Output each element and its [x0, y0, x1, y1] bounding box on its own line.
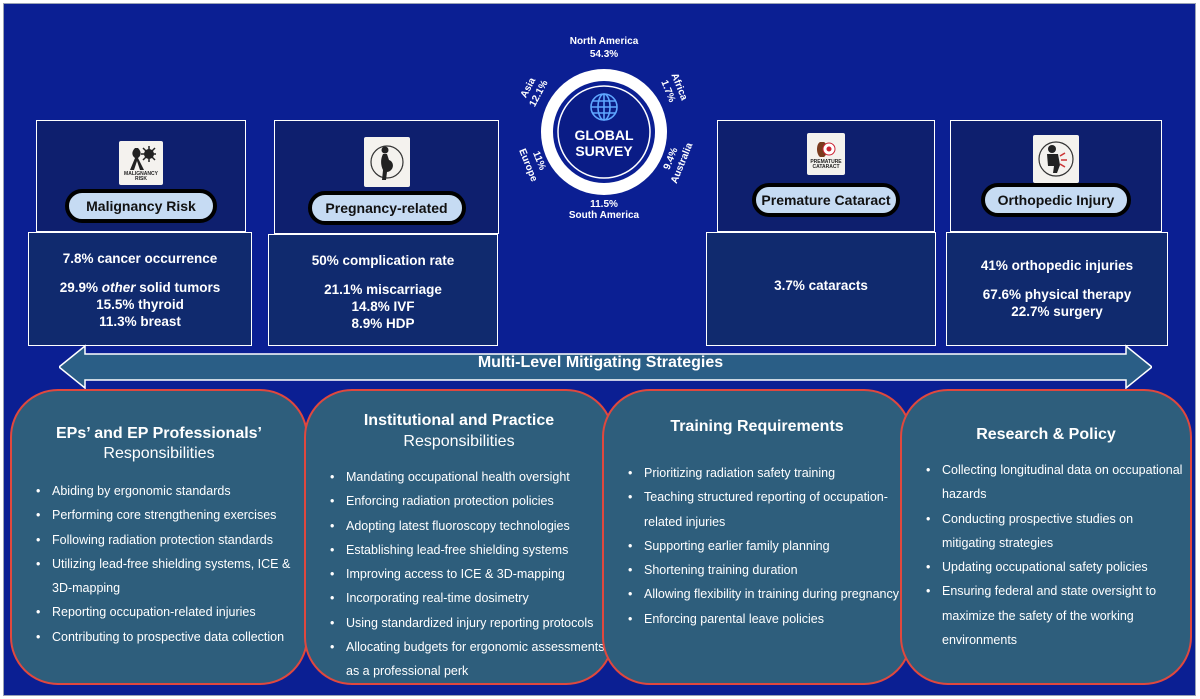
impact-card-cataract: PREMATURE CATARACT Premature Cataract: [717, 120, 935, 232]
impact-stats-malignancy: 7.8% cancer occurrence 29.9% other solid…: [28, 232, 252, 346]
stat-line: 11.3% breast: [99, 314, 181, 329]
list-item: Using standardized injury reporting prot…: [330, 611, 620, 636]
list-item: Utilizing lead-free shielding systems, I…: [36, 552, 310, 601]
region-africa: Africa 1.7%: [658, 72, 689, 104]
list-item: Allocating budgets for ergonomic assessm…: [330, 635, 620, 684]
impact-card-orthopedic: Orthopedic Injury: [950, 120, 1162, 232]
list-item: Reporting occupation-related injuries: [36, 600, 310, 625]
strategy-panel-institutional: Institutional and Practice Responsibilit…: [304, 389, 614, 685]
impact-stats-pregnancy: 50% complication rate 21.1% miscarriage …: [268, 234, 498, 346]
impact-title-malignancy: Malignancy Risk: [65, 189, 217, 223]
list-item: Following radiation protection standards: [36, 528, 310, 553]
region-pct: 11.5%: [590, 199, 618, 210]
back-pain-icon: [1033, 135, 1079, 183]
survey-title-line2: SURVEY: [575, 143, 633, 159]
survey-core: [557, 85, 651, 179]
list-item: Collecting longitudinal data on occupati…: [926, 458, 1188, 507]
panel-subtitle: Responsibilities: [103, 445, 215, 462]
impact-card-pregnancy: Pregnancy-related: [274, 120, 499, 234]
impact-title-pregnancy: Pregnancy-related: [307, 191, 466, 225]
list-item: Improving access to ICE & 3D-mapping: [330, 562, 620, 587]
panel-list: Abiding by ergonomic standards Performin…: [36, 479, 310, 649]
panel-list: Mandating occupational health oversight …: [330, 465, 620, 684]
infographic-frame: GLOBAL SURVEY North America 54.3% 11.5% …: [3, 3, 1196, 696]
list-item: Prioritizing radiation safety training: [628, 461, 906, 486]
impact-title-orthopedic: Orthopedic Injury: [981, 183, 1131, 217]
list-item: Ensuring federal and state oversight to …: [926, 579, 1188, 652]
list-item: Incorporating real-time dosimetry: [330, 586, 620, 611]
region-name: South America: [569, 210, 640, 221]
stat-line: 22.7% surgery: [1011, 304, 1103, 319]
panel-subtitle: Responsibilities: [403, 433, 515, 450]
globe-icon: [590, 93, 618, 121]
list-item: Teaching structured reporting of occupat…: [628, 485, 906, 534]
impact-card-malignancy: MALIGNANCY RISK Malignancy Risk: [36, 120, 246, 232]
list-item: Establishing lead-free shielding systems: [330, 538, 620, 563]
stat-line: 29.9% other solid tumors: [59, 280, 221, 295]
impact-stats-cataract: 3.7% cataracts: [706, 232, 936, 346]
ribbon-icon: MALIGNANCY RISK: [119, 141, 163, 185]
list-item: Adopting latest fluoroscopy technologies: [330, 514, 620, 539]
impact-title-cataract: Premature Cataract: [752, 183, 900, 217]
list-item: Enforcing radiation protection policies: [330, 489, 620, 514]
global-survey-ring: GLOBAL SURVEY North America 54.3% 11.5% …: [516, 36, 695, 221]
panel-title: Research & Policy: [976, 426, 1116, 443]
stat-line: 67.6% physical therapy: [982, 287, 1132, 302]
icon-caption: PREMATURE CATARACT: [810, 159, 842, 170]
list-item: Updating occupational safety policies: [926, 555, 1188, 580]
stat-line: 8.9% HDP: [351, 316, 415, 331]
survey-title-line1: GLOBAL: [574, 127, 634, 143]
stat-line: 14.8% IVF: [351, 299, 415, 314]
stat-headline: 41% orthopedic injuries: [980, 258, 1134, 273]
panel-list: Prioritizing radiation safety training T…: [628, 461, 906, 631]
eye-icon: PREMATURE CATARACT: [807, 133, 845, 175]
strategy-panel-training: Training Requirements Prioritizing radia…: [602, 389, 912, 685]
banner-title: Multi-Level Mitigating Strategies: [477, 354, 724, 371]
strategy-panel-research: Research & Policy Collecting longitudina…: [900, 389, 1192, 685]
pregnancy-icon: [363, 137, 410, 187]
list-item: Contributing to prospective data collect…: [36, 625, 310, 650]
region-name: North America: [570, 36, 639, 47]
list-item: Abiding by ergonomic standards: [36, 479, 310, 504]
list-item: Shortening training duration: [628, 558, 906, 583]
list-item: Performing core strengthening exercises: [36, 503, 310, 528]
stat-headline: 3.7% cataracts: [774, 278, 868, 293]
stat-headline: 7.8% cancer occurrence: [62, 251, 218, 266]
region-pct: 54.3%: [590, 49, 618, 60]
stat-headline: 50% complication rate: [311, 253, 455, 268]
panel-list: Collecting longitudinal data on occupati…: [926, 458, 1188, 652]
list-item: Mandating occupational health oversight: [330, 465, 620, 490]
stat-line: 21.1% miscarriage: [324, 282, 442, 297]
strategy-panel-eps: EPs’ and EP Professionals’ Responsibilit…: [10, 389, 308, 685]
list-item: Allowing flexibility in training during …: [628, 582, 906, 607]
stat-line: 15.5% thyroid: [96, 297, 184, 312]
panel-title: EPs’ and EP Professionals’: [55, 425, 262, 442]
impact-stats-orthopedic: 41% orthopedic injuries 67.6% physical t…: [946, 232, 1168, 346]
list-item: Supporting earlier family planning: [628, 534, 906, 559]
double-arrow-banner: [59, 344, 1152, 390]
panel-title: Institutional and Practice: [363, 412, 555, 429]
panel-title: Training Requirements: [670, 418, 844, 435]
region-asia: Asia 12.1%: [519, 76, 551, 109]
list-item: Conducting prospective studies on mitiga…: [926, 507, 1188, 556]
list-item: Enforcing parental leave policies: [628, 607, 906, 632]
icon-caption: MALIGNANCY RISK: [124, 171, 158, 182]
